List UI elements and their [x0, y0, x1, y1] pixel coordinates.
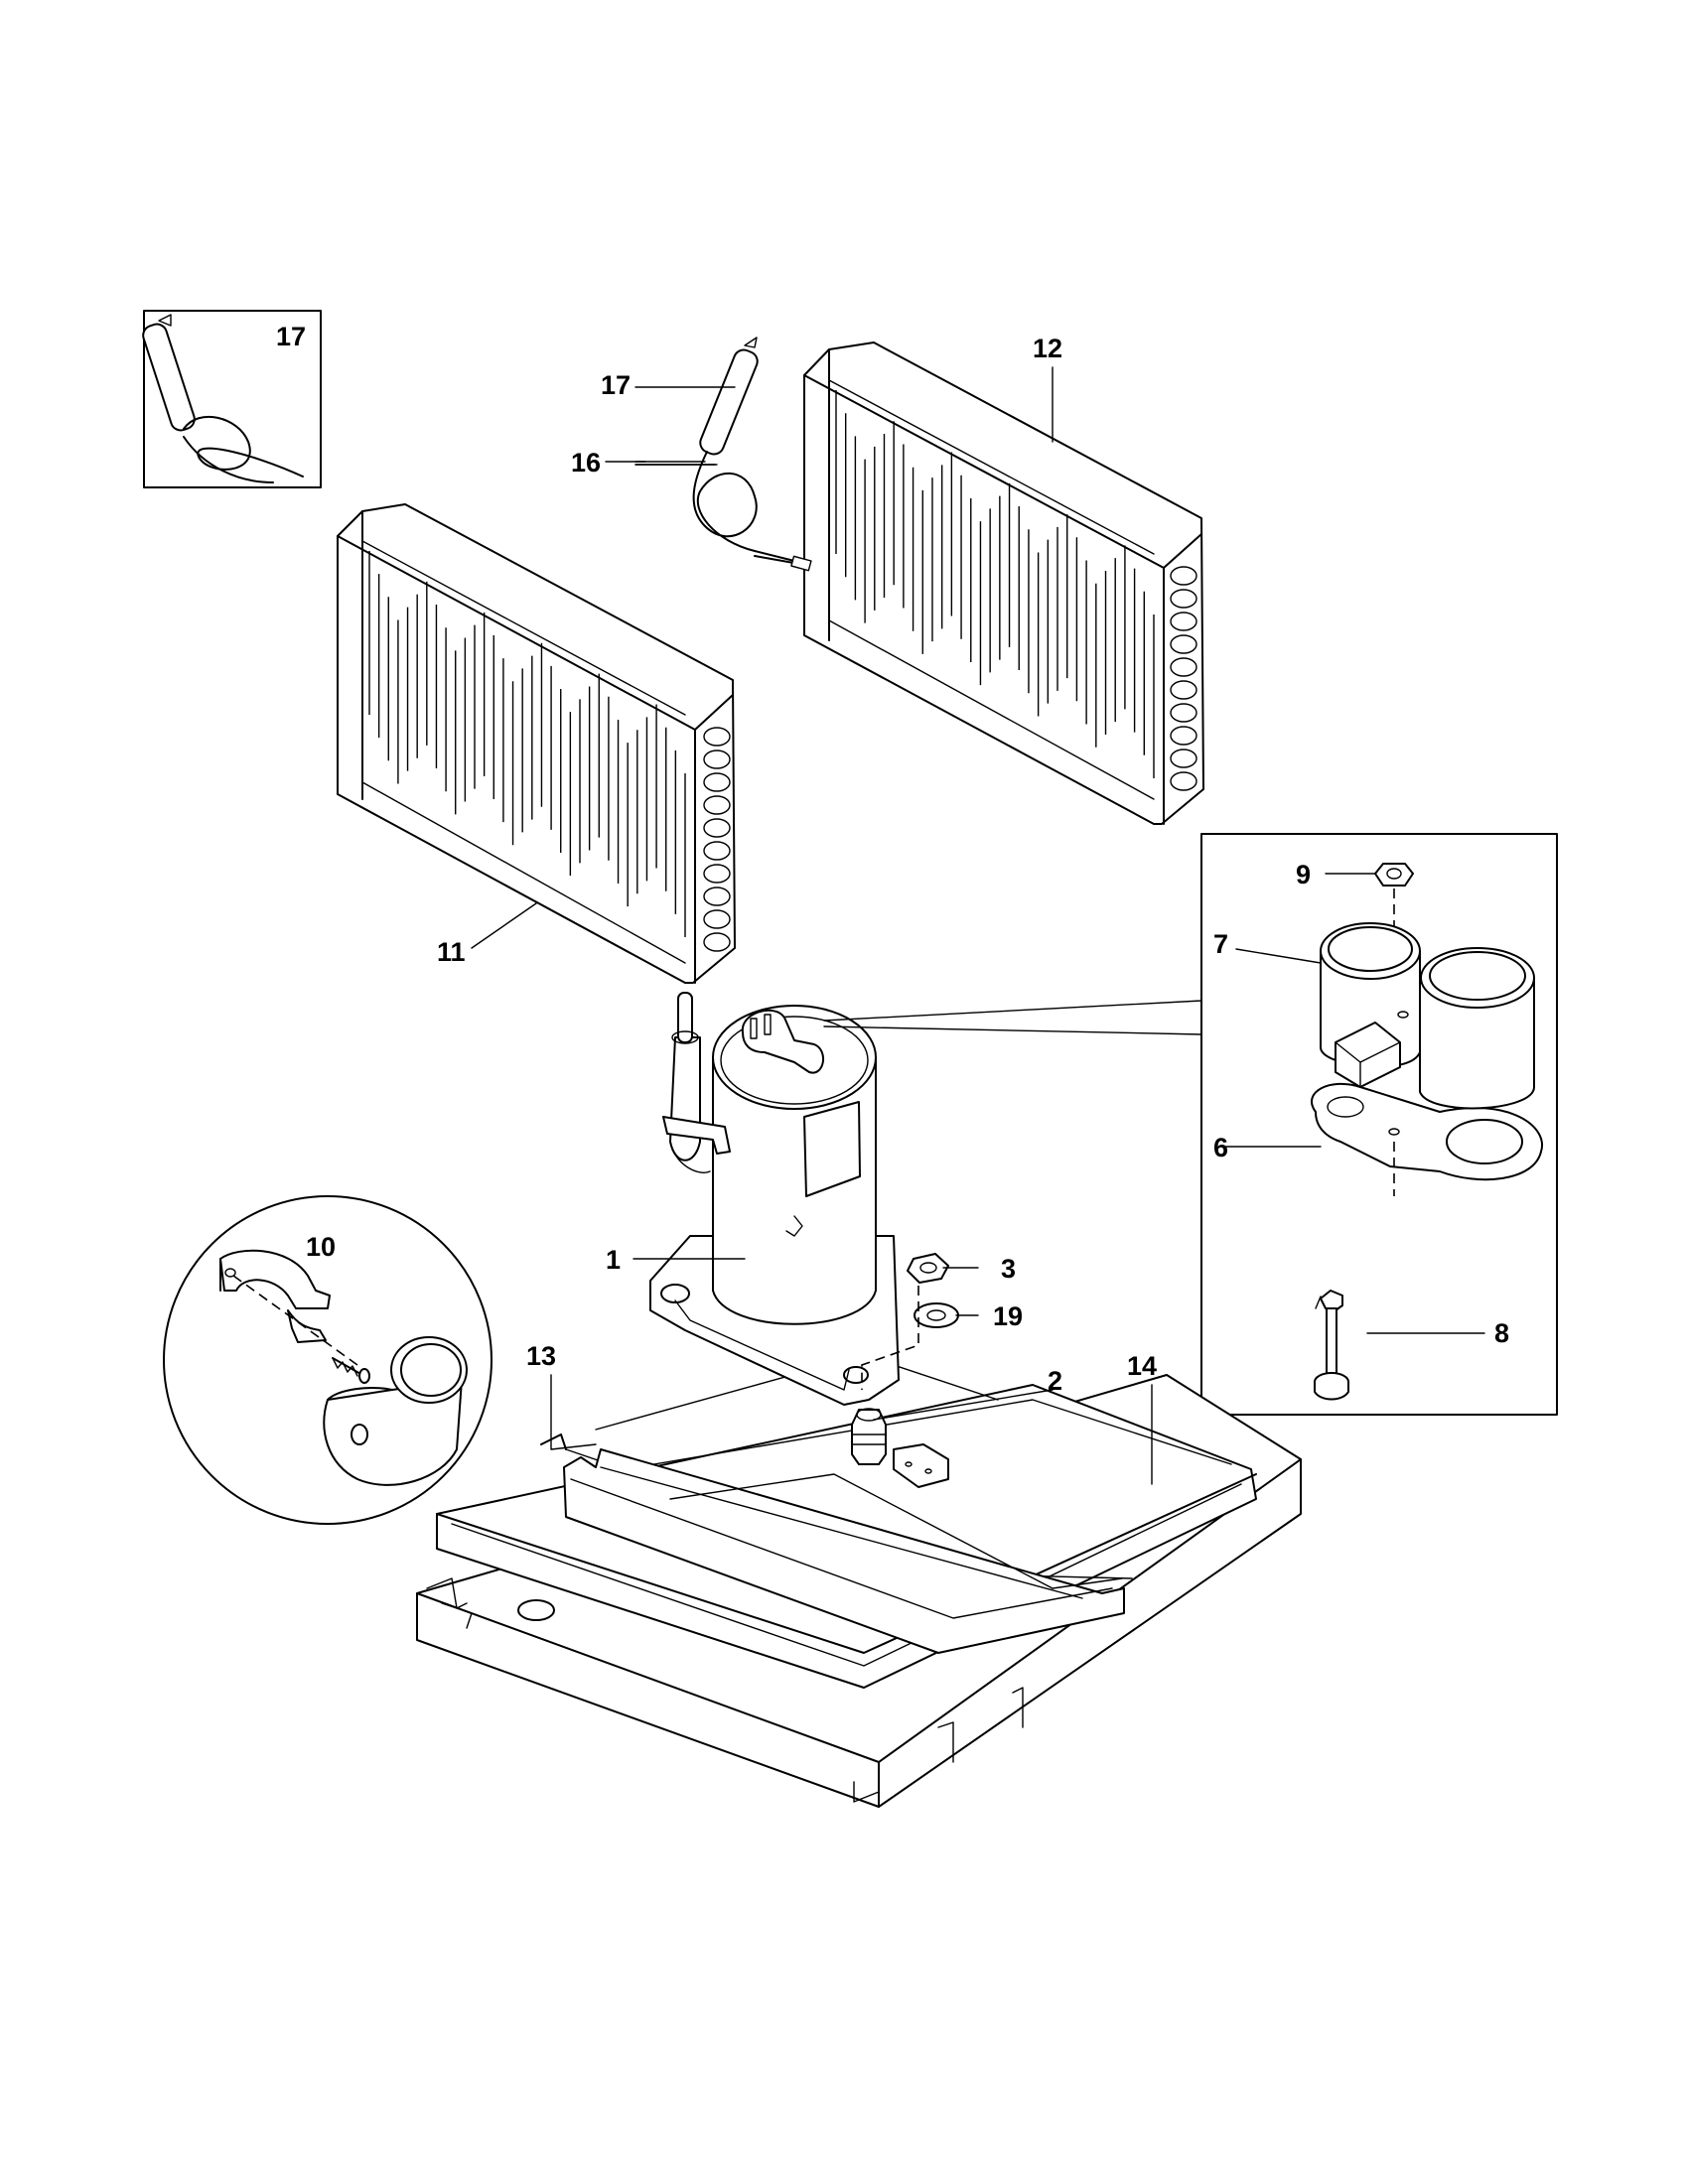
leader-lines: [471, 366, 1485, 1485]
coil-return-bend: [703, 887, 731, 906]
coil-return-bend: [1170, 566, 1197, 586]
coil-11-return-bends: [703, 727, 731, 952]
coil-return-bend: [1170, 612, 1197, 631]
callout-17-inset: 17: [276, 322, 306, 351]
callouts: 17 17 16 12 11 9 7 6 8 10 1 3 19 2 13 14: [276, 322, 1509, 1396]
drain-tray: [563, 1354, 1125, 1654]
callout-1: 1: [606, 1245, 621, 1275]
callout-11: 11: [437, 937, 466, 967]
coil-11-fins: [368, 551, 686, 937]
callout-14: 14: [1127, 1351, 1157, 1381]
callout-10: 10: [306, 1232, 336, 1262]
coil-return-bend: [1170, 589, 1197, 609]
callout-17: 17: [601, 370, 631, 400]
coil-return-bend: [703, 841, 731, 861]
coil-return-bend: [1170, 680, 1197, 700]
coil-return-bend: [1170, 703, 1197, 723]
coil-return-bend: [703, 932, 731, 952]
clamp-inset: [163, 1195, 492, 1525]
hardware: [851, 1253, 959, 1465]
callout-16: 16: [571, 448, 601, 478]
callout-9: 9: [1296, 860, 1311, 889]
coil-11: [337, 503, 736, 984]
callout-7: 7: [1213, 929, 1228, 959]
callout-8: 8: [1494, 1318, 1509, 1348]
coil-12: [803, 341, 1204, 825]
callout-6: 6: [1213, 1133, 1228, 1162]
sensor-assembly: [692, 337, 812, 572]
callout-19: 19: [993, 1301, 1023, 1331]
coil-return-bend: [703, 772, 731, 792]
coil-return-bend: [703, 909, 731, 929]
coil-return-bend: [1170, 726, 1197, 746]
coil-return-bend: [1170, 634, 1197, 654]
coil-return-bend: [703, 864, 731, 884]
coil-return-bend: [1170, 749, 1197, 768]
compressor: [649, 992, 900, 1406]
coil-return-bend: [1170, 771, 1197, 791]
sensor-inset: [142, 310, 322, 488]
coil-return-bend: [1170, 657, 1197, 677]
detail-inset: [1200, 833, 1558, 1416]
coil-return-bend: [703, 795, 731, 815]
coil-12-return-bends: [1170, 566, 1197, 791]
coil-return-bend: [703, 818, 731, 838]
coil-return-bend: [703, 750, 731, 769]
coil-return-bend: [703, 727, 731, 747]
callout-3: 3: [1001, 1254, 1016, 1284]
callout-13: 13: [526, 1341, 556, 1371]
coil-12-fins: [835, 390, 1155, 778]
callout-12: 12: [1033, 334, 1062, 363]
callout-2: 2: [1048, 1366, 1062, 1396]
